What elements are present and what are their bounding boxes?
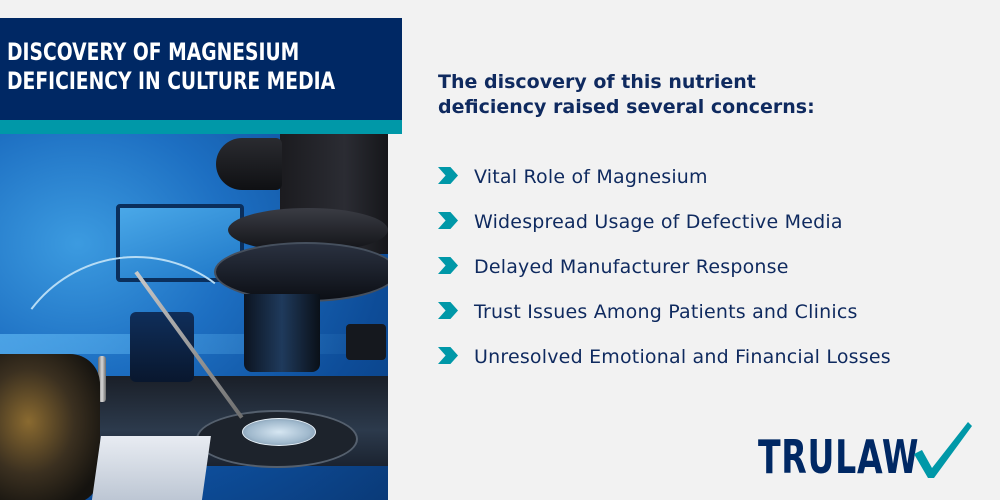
photo-monitor xyxy=(116,204,244,282)
chevron-right-icon xyxy=(438,347,458,364)
photo-lamp-housing xyxy=(0,354,100,500)
microscope-photo xyxy=(0,134,388,500)
photo-metal-pin xyxy=(98,356,106,402)
list-item-label: Widespread Usage of Defective Media xyxy=(474,211,843,233)
intro-heading: The discovery of this nutrient deficienc… xyxy=(438,70,958,120)
list-item: Vital Role of Magnesium xyxy=(438,165,891,210)
photo-white-base xyxy=(91,436,211,500)
photo-focus-ring xyxy=(214,242,388,302)
photo-petri-dish xyxy=(242,418,316,446)
title-banner: DISCOVERY OF MAGNESIUM DEFICIENCY IN CUL… xyxy=(0,18,402,120)
checkmark-icon xyxy=(914,422,972,478)
intro-line-2: deficiency raised several concerns: xyxy=(438,96,815,118)
photo-objective-lens xyxy=(244,294,320,372)
chevron-right-icon xyxy=(438,212,458,229)
chevron-right-icon xyxy=(438,257,458,274)
photo-side-manipulator xyxy=(346,324,386,360)
concerns-list: Vital Role of Magnesium Widespread Usage… xyxy=(438,165,891,390)
page-title: DISCOVERY OF MAGNESIUM DEFICIENCY IN CUL… xyxy=(7,38,335,96)
chevron-right-icon xyxy=(438,167,458,184)
list-item: Delayed Manufacturer Response xyxy=(438,255,891,300)
title-line-2: DEFICIENCY IN CULTURE MEDIA xyxy=(7,67,336,95)
list-item: Unresolved Emotional and Financial Losse… xyxy=(438,345,891,390)
photo-microscope-knob xyxy=(216,138,282,190)
list-item-label: Trust Issues Among Patients and Clinics xyxy=(474,301,858,323)
chevron-right-icon xyxy=(438,302,458,319)
list-item-label: Unresolved Emotional and Financial Losse… xyxy=(474,346,891,368)
logo-wordmark: TRULAW xyxy=(758,430,920,484)
title-accent-stripe xyxy=(0,120,402,134)
intro-line-1: The discovery of this nutrient xyxy=(438,71,756,93)
title-line-1: DISCOVERY OF MAGNESIUM xyxy=(7,38,300,66)
photo-manipulator-holder xyxy=(130,312,194,382)
list-item: Trust Issues Among Patients and Clinics xyxy=(438,300,891,345)
list-item: Widespread Usage of Defective Media xyxy=(438,210,891,255)
list-item-label: Delayed Manufacturer Response xyxy=(474,256,789,278)
trulaw-logo: TRULAW xyxy=(758,420,978,484)
list-item-label: Vital Role of Magnesium xyxy=(474,166,708,188)
